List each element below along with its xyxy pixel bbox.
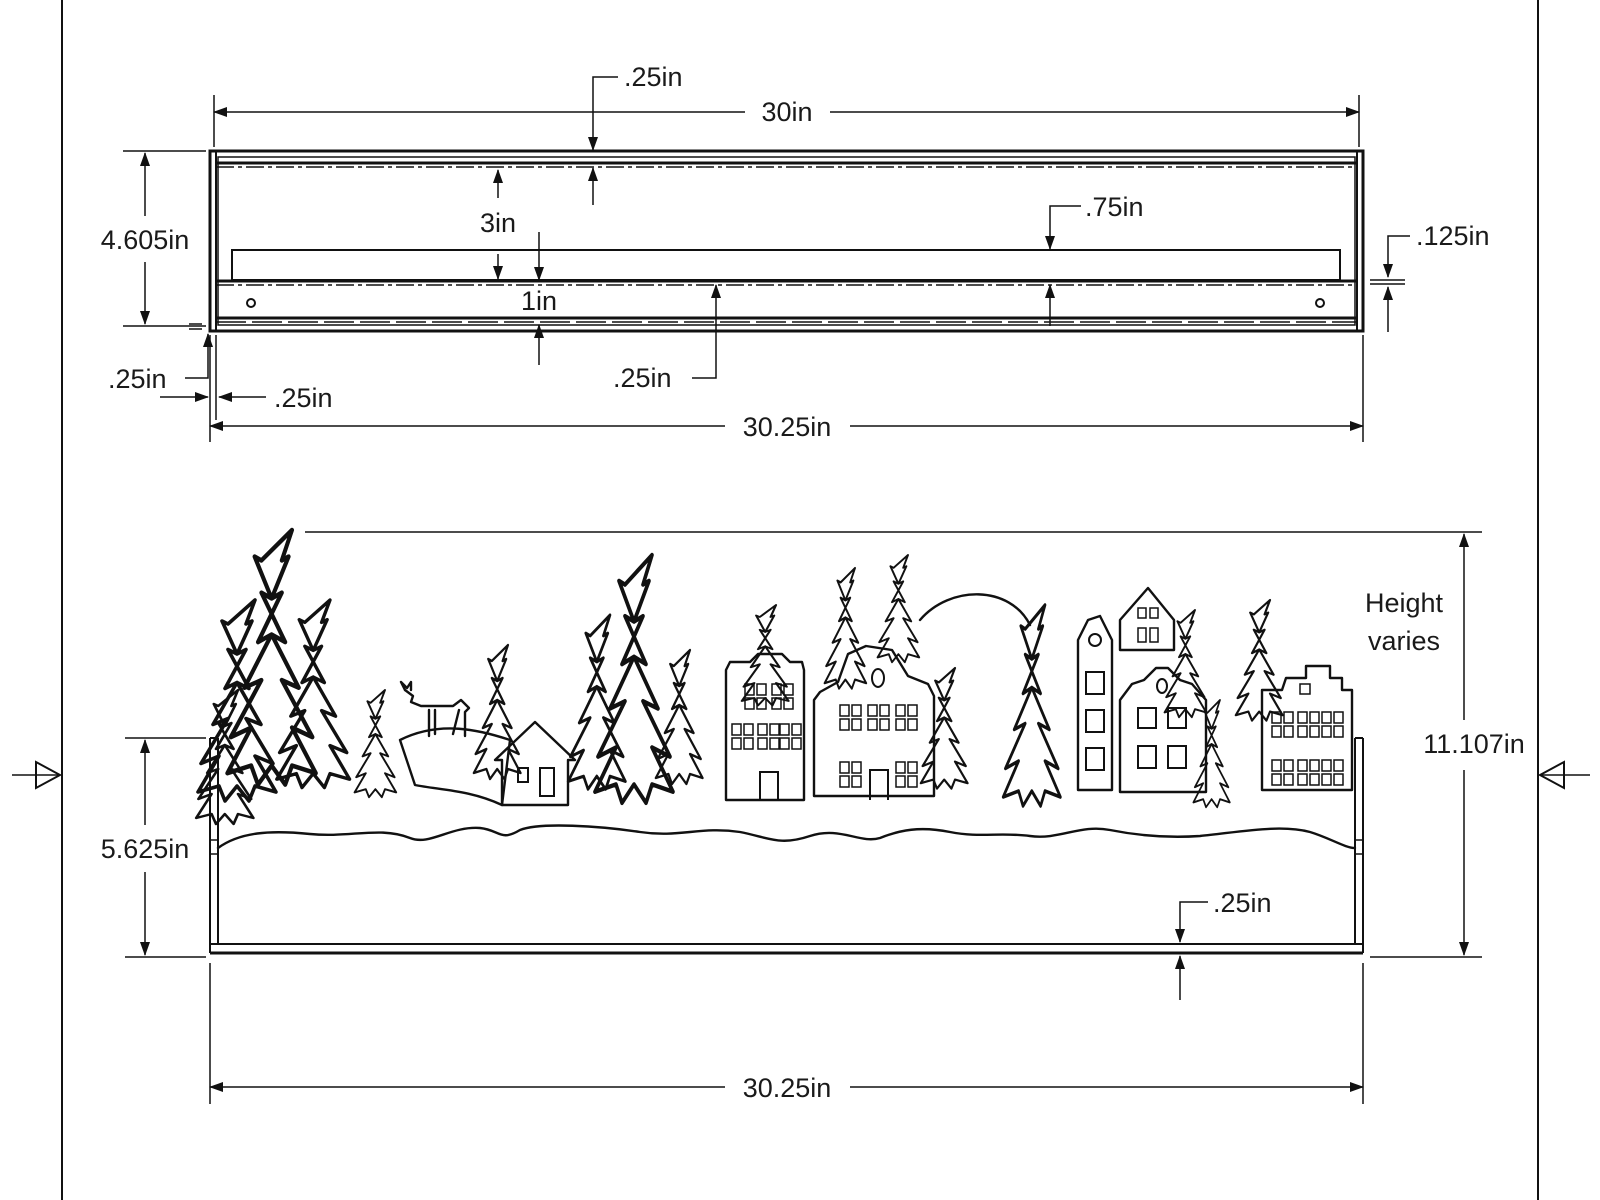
townhouse-2: [812, 644, 936, 800]
height-note-line1: Height: [1365, 588, 1444, 618]
snow-line: [216, 824, 1357, 850]
dim-top-thickness: .25in: [624, 62, 683, 92]
screw-hole-right: [1315, 298, 1325, 308]
dim-bottom-gap: 1in: [521, 286, 557, 316]
height-note-line2: varies: [1368, 626, 1440, 656]
screw-hole-left: [246, 298, 256, 308]
townhouse-4: [1118, 586, 1208, 794]
dim-overall-width: 30in: [761, 97, 812, 127]
top-view-outline: [208, 149, 1365, 333]
dim-base-height: 5.625in: [101, 834, 190, 864]
deer: [398, 680, 512, 807]
townhouse-5: [1260, 664, 1354, 792]
dim-lip-thickness: .125in: [1416, 221, 1490, 251]
section-marker-left: [12, 760, 63, 790]
dim-base-thickness: .25in: [1213, 888, 1272, 918]
dim-total-width-top: 30.25in: [743, 412, 832, 442]
section-marker-right: [1537, 760, 1590, 790]
townhouse-3: [1076, 614, 1114, 792]
forest-right: [1001, 598, 1284, 809]
townhouse-1: [724, 652, 806, 802]
dim-total-width-front: 30.25in: [743, 1073, 832, 1103]
dim-wall-thickness: .25in: [108, 364, 167, 394]
front-view: Height varies 11.107in 5.625in .25in 30.…: [101, 530, 1525, 1104]
dim-wall-inset: .25in: [274, 383, 333, 413]
dim-overall-height: 11.107in: [1423, 729, 1525, 759]
dim-bottom-thickness: .25in: [613, 363, 672, 393]
forest-left: [194, 530, 522, 826]
dim-lip-offset: .75in: [1085, 192, 1144, 222]
dim-depth: 4.605in: [101, 225, 190, 255]
dim-inner-height: 3in: [480, 208, 516, 238]
top-view: 30in .25in 4.605in 3in 1in .75in .125in: [101, 62, 1490, 442]
